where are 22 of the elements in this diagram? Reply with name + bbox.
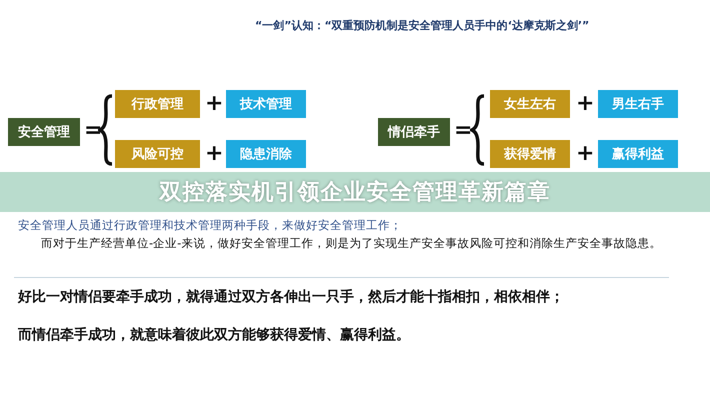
term-box: 赢得利益 xyxy=(598,140,678,168)
equals-sign: = xyxy=(454,120,472,142)
equals-sign: = xyxy=(84,120,102,142)
term-box: 风险可控 xyxy=(115,140,200,168)
paragraph: 而情侣牵手成功，就意味着彼此双方能够获得爱情、赢得利益。 xyxy=(18,326,411,344)
plus-sign: + xyxy=(576,143,594,165)
plus-sign: + xyxy=(205,93,224,115)
term-box: 技术管理 xyxy=(226,90,306,118)
topic-box: 安全管理 xyxy=(8,118,80,146)
term-box: 女生左右 xyxy=(490,90,570,118)
title: 双控落实机引领企业安全管理革新篇章 xyxy=(160,178,550,207)
term-box: 隐患消除 xyxy=(226,140,306,168)
term-box: 获得爱情 xyxy=(490,140,570,168)
plus-sign: + xyxy=(205,143,224,165)
topic-box: 情侣牵手 xyxy=(378,118,450,146)
paragraph: 而对于生产经营单位-企业-来说，做好安全管理工作，则是为了实现生产安全事故风险可控和消除生产安全事故隐患。 xyxy=(40,236,662,252)
quote-heading: “一剑”认知：“双重预防机制是安全管理人员手中的‘达摩克斯之剑’” xyxy=(255,18,590,33)
plus-sign: + xyxy=(576,93,594,115)
paragraph: 安全管理人员通过行政管理和技术管理两种手段，来做好安全管理工作； xyxy=(18,218,403,234)
term-box: 男生右手 xyxy=(598,90,678,118)
paragraph: 好比一对情侣要牵手成功，就得通过双方各伸出一只手，然后才能十指相扣，相依相伴； xyxy=(18,288,565,306)
term-box: 行政管理 xyxy=(115,90,200,118)
